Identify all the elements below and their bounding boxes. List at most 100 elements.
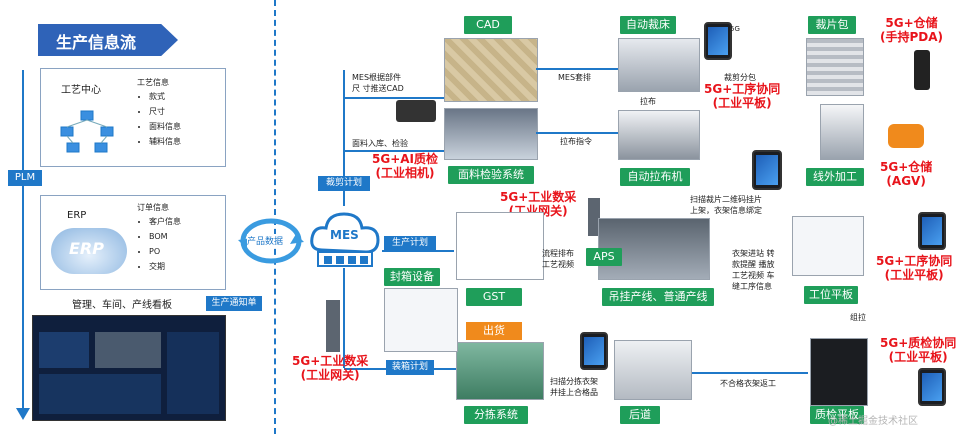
spread-label: 拉布 — [640, 97, 656, 106]
erp-info-list: 客户信息 BOM PO 交期 — [137, 214, 181, 274]
auto-cutter-image — [618, 38, 700, 92]
erp-info-item: 客户信息 — [149, 214, 181, 229]
outsource-node: 线外加工 — [806, 168, 864, 186]
cad-image — [444, 38, 538, 102]
fabric-inspect-image — [444, 108, 538, 160]
mes-up-line — [343, 70, 345, 206]
arrow-to-inspect — [344, 150, 444, 152]
craft-info-item: 辅料信息 — [149, 134, 181, 149]
back-process-image — [614, 340, 692, 400]
dashboard-panel — [39, 332, 89, 368]
station-tablet-node: 工位平板 — [804, 286, 858, 304]
industrial-camera-icon — [396, 100, 436, 122]
craft-info-title: 工艺信息 — [137, 78, 169, 87]
product-data-label: 产品数据 — [247, 234, 284, 247]
erp-cloud-text: ERP — [69, 239, 104, 258]
dashboard-video — [95, 332, 161, 368]
process-right-label: 5G+工序协同 (工业平板) — [876, 254, 953, 282]
packing-plan-label: 装箱计划 — [386, 360, 434, 375]
arrow-spread-cmd — [536, 132, 618, 134]
tablet-icon — [752, 150, 782, 190]
sorting-node: 分拣系统 — [464, 406, 528, 424]
craft-center-box: 工艺中心 工艺信息 款式 尺寸 面料信息 辅料信息 — [40, 68, 226, 167]
shipping-node: 出货 — [466, 322, 522, 340]
auto-spreader-image — [618, 110, 700, 160]
craft-info-item: 面料信息 — [149, 119, 181, 134]
craft-info-list: 款式 尺寸 面料信息 辅料信息 — [137, 89, 181, 149]
qc-image — [810, 338, 868, 406]
sorting-image — [456, 342, 544, 400]
craft-info-item: 尺寸 — [149, 104, 181, 119]
production-plan-label: 生产计划 — [384, 236, 436, 251]
plm-line — [22, 70, 24, 415]
craft-info-item: 款式 — [149, 89, 181, 104]
arrow-production-plan — [382, 250, 454, 252]
station-tablet-image — [792, 216, 864, 276]
cad-node: CAD — [464, 16, 512, 34]
erp-box: ERP ERP 订单信息 客户信息 BOM PO 交期 — [40, 195, 226, 290]
auto-cutter-node: 自动裁床 — [620, 16, 676, 34]
watermark: @稀土掘金技术社区 — [828, 416, 918, 427]
aps-node: APS — [586, 248, 622, 266]
robot-image — [820, 104, 864, 160]
shipping-label: 出货 — [483, 324, 505, 337]
erp-info-title: 订单信息 — [137, 203, 169, 212]
tablet-icon — [918, 368, 946, 406]
fabric-inspect-node: 面料检验系统 — [448, 166, 534, 184]
dashboard-screen — [32, 315, 226, 421]
dashboard-table — [167, 332, 219, 414]
hanging-line-node: 吊挂产线、普通产线 — [602, 288, 714, 306]
qc-coop-label: 5G+质检协同 (工业平板) — [880, 336, 957, 364]
storage-pda-label: 5G+仓储 (手持PDA) — [880, 16, 944, 44]
qc-tablet-node: 质检平板 — [810, 406, 864, 424]
plm-label: PLM — [8, 170, 42, 186]
spread-cmd-label: 拉布指令 — [560, 137, 592, 146]
page-title: 生产信息流 — [38, 24, 178, 56]
scan-sort-label: 扫描分拣衣架 并挂上合格品 — [550, 377, 598, 397]
ai-qc-label: 5G+AI质检 (工业相机) — [372, 152, 439, 180]
arrow-mes-marker — [536, 68, 618, 70]
arrow-to-cad — [344, 97, 444, 99]
group-label: 组拉 — [850, 313, 866, 322]
erp-info-item: BOM — [149, 229, 181, 244]
network-icon — [57, 109, 117, 155]
fabric-in-inspect-label: 面料入库、检验 — [352, 139, 408, 148]
auto-spreader-node: 自动拉布机 — [620, 168, 690, 186]
mes-down-line — [343, 268, 345, 368]
back-process-node: 后道 — [620, 406, 660, 424]
tablet-icon — [918, 212, 946, 250]
craft-center-title: 工艺中心 — [61, 85, 101, 96]
arrow-defect-return — [692, 372, 808, 374]
data-collect-bottom-label: 5G+工业数采 (工业网关) — [292, 354, 369, 382]
cut-pack-label: 裁剪分包 — [724, 73, 756, 82]
sealing-node: 封箱设备 — [384, 268, 440, 286]
tablet-icon — [704, 22, 732, 60]
erp-title: ERP — [67, 210, 87, 221]
defect-return-label: 不合格衣架返工 — [720, 379, 776, 388]
product-data-cycle: 产品数据 — [238, 216, 304, 266]
cut-pack-node: 裁片包 — [808, 16, 856, 34]
cutting-plan-label: 裁剪计划 — [318, 176, 370, 191]
gateway-icon — [588, 198, 600, 236]
pda-icon — [914, 50, 930, 90]
signal-label: 5G — [730, 25, 740, 33]
gst-image — [456, 212, 544, 280]
production-notice-label: 生产通知单 — [206, 296, 262, 311]
erp-info-item: PO — [149, 244, 181, 259]
process-top-label: 5G+工序协同 (工业平板) — [704, 82, 781, 110]
gateway-icon — [326, 300, 340, 352]
erp-info-item: 交期 — [149, 259, 181, 274]
page-title-text: 生产信息流 — [56, 33, 137, 52]
erp-cloud-icon: ERP — [51, 228, 127, 274]
dashboard-title: 管理、车间、产线看板 — [72, 300, 172, 311]
separator-dashed — [274, 0, 276, 434]
cut-pack-image — [806, 38, 864, 96]
mes-marker-label: MES套排 — [558, 73, 592, 82]
sealing-image — [384, 288, 458, 352]
gst-node: GST — [466, 288, 522, 306]
mes-label: MES — [330, 228, 359, 242]
plm-arrowhead — [16, 408, 30, 420]
mes-cloud: MES — [308, 206, 382, 268]
mes-push-cad-label: MES根据部件 尺 寸推送CAD — [352, 73, 404, 93]
tablet-icon — [580, 332, 608, 370]
